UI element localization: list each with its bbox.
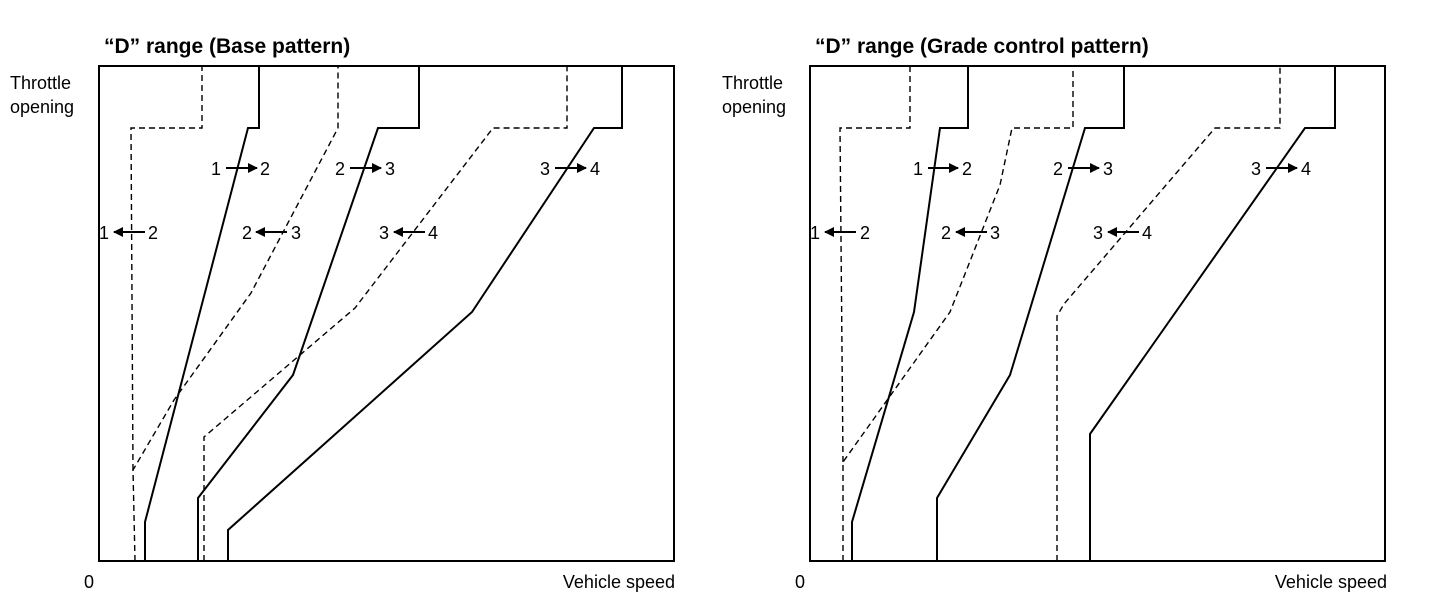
svg-text:2: 2: [335, 159, 345, 179]
svg-text:2: 2: [260, 159, 270, 179]
svg-text:4: 4: [428, 223, 438, 243]
downshift-label-2-3: 2 3: [242, 223, 301, 243]
svg-text:1: 1: [913, 159, 923, 179]
panel-grade-control-pattern: “D” range (Grade control pattern) Thrott…: [722, 35, 1387, 592]
upshift-label-1-2: 1 2: [913, 159, 972, 179]
upshift-line-2-3: [197, 66, 420, 561]
downshift-line-1-2: [132, 66, 339, 562]
upshift-line-2-3: [936, 66, 1125, 561]
upshift-label-3-4: 3 4: [540, 159, 600, 179]
svg-text:1: 1: [810, 223, 820, 243]
svg-text:3: 3: [990, 223, 1000, 243]
downshift-line-2-3: [1056, 66, 1281, 561]
svg-text:2: 2: [962, 159, 972, 179]
downshift-label-1-2: 1 2: [810, 223, 870, 243]
upshift-line-3-4: [1089, 66, 1336, 561]
svg-text:3: 3: [1251, 159, 1261, 179]
x-axis-label: Vehicle speed: [563, 572, 675, 592]
svg-text:1: 1: [99, 223, 109, 243]
downshift-line-1-2: [842, 66, 1074, 561]
downshift-line-1-2-top: [130, 66, 203, 471]
svg-text:3: 3: [379, 223, 389, 243]
downshift-line-1-2-top: [839, 66, 911, 463]
plot-frame: [809, 65, 1386, 562]
upshift-label-1-2: 1 2: [211, 159, 270, 179]
panel-title: “D” range (Base pattern): [104, 35, 350, 58]
y-axis-label-line1: Throttle: [10, 73, 71, 93]
plot-frame: [98, 65, 675, 562]
downshift-label-2-3: 2 3: [941, 223, 1000, 243]
downshift-label-3-4: 3 4: [1093, 223, 1152, 243]
svg-text:2: 2: [148, 223, 158, 243]
svg-text:4: 4: [1301, 159, 1311, 179]
origin-label: 0: [84, 572, 94, 592]
upshift-line-1-2: [144, 66, 260, 561]
upshift-label-2-3: 2 3: [335, 159, 395, 179]
downshift-line-2-3: [203, 66, 568, 561]
svg-text:3: 3: [1103, 159, 1113, 179]
svg-text:2: 2: [941, 223, 951, 243]
y-axis-label-line2: opening: [722, 97, 786, 117]
svg-text:3: 3: [540, 159, 550, 179]
upshift-line-1-2: [851, 66, 969, 561]
y-axis-label-line1: Throttle: [722, 73, 783, 93]
svg-text:3: 3: [385, 159, 395, 179]
svg-text:4: 4: [1142, 223, 1152, 243]
svg-text:4: 4: [590, 159, 600, 179]
y-axis-label-line2: opening: [10, 97, 74, 117]
upshift-line-3-4: [227, 66, 623, 561]
svg-text:3: 3: [291, 223, 301, 243]
downshift-label-3-4: 3 4: [379, 223, 438, 243]
panel-base-pattern: “D” range (Base pattern) Throttle openin…: [10, 35, 675, 592]
svg-text:3: 3: [1093, 223, 1103, 243]
upshift-label-2-3: 2 3: [1053, 159, 1113, 179]
svg-text:1: 1: [211, 159, 221, 179]
downshift-label-1-2: 1 2: [99, 223, 158, 243]
panel-title: “D” range (Grade control pattern): [815, 35, 1149, 58]
upshift-label-3-4: 3 4: [1251, 159, 1311, 179]
svg-text:2: 2: [1053, 159, 1063, 179]
svg-text:2: 2: [242, 223, 252, 243]
origin-label: 0: [795, 572, 805, 592]
x-axis-label: Vehicle speed: [1275, 572, 1387, 592]
svg-text:2: 2: [860, 223, 870, 243]
